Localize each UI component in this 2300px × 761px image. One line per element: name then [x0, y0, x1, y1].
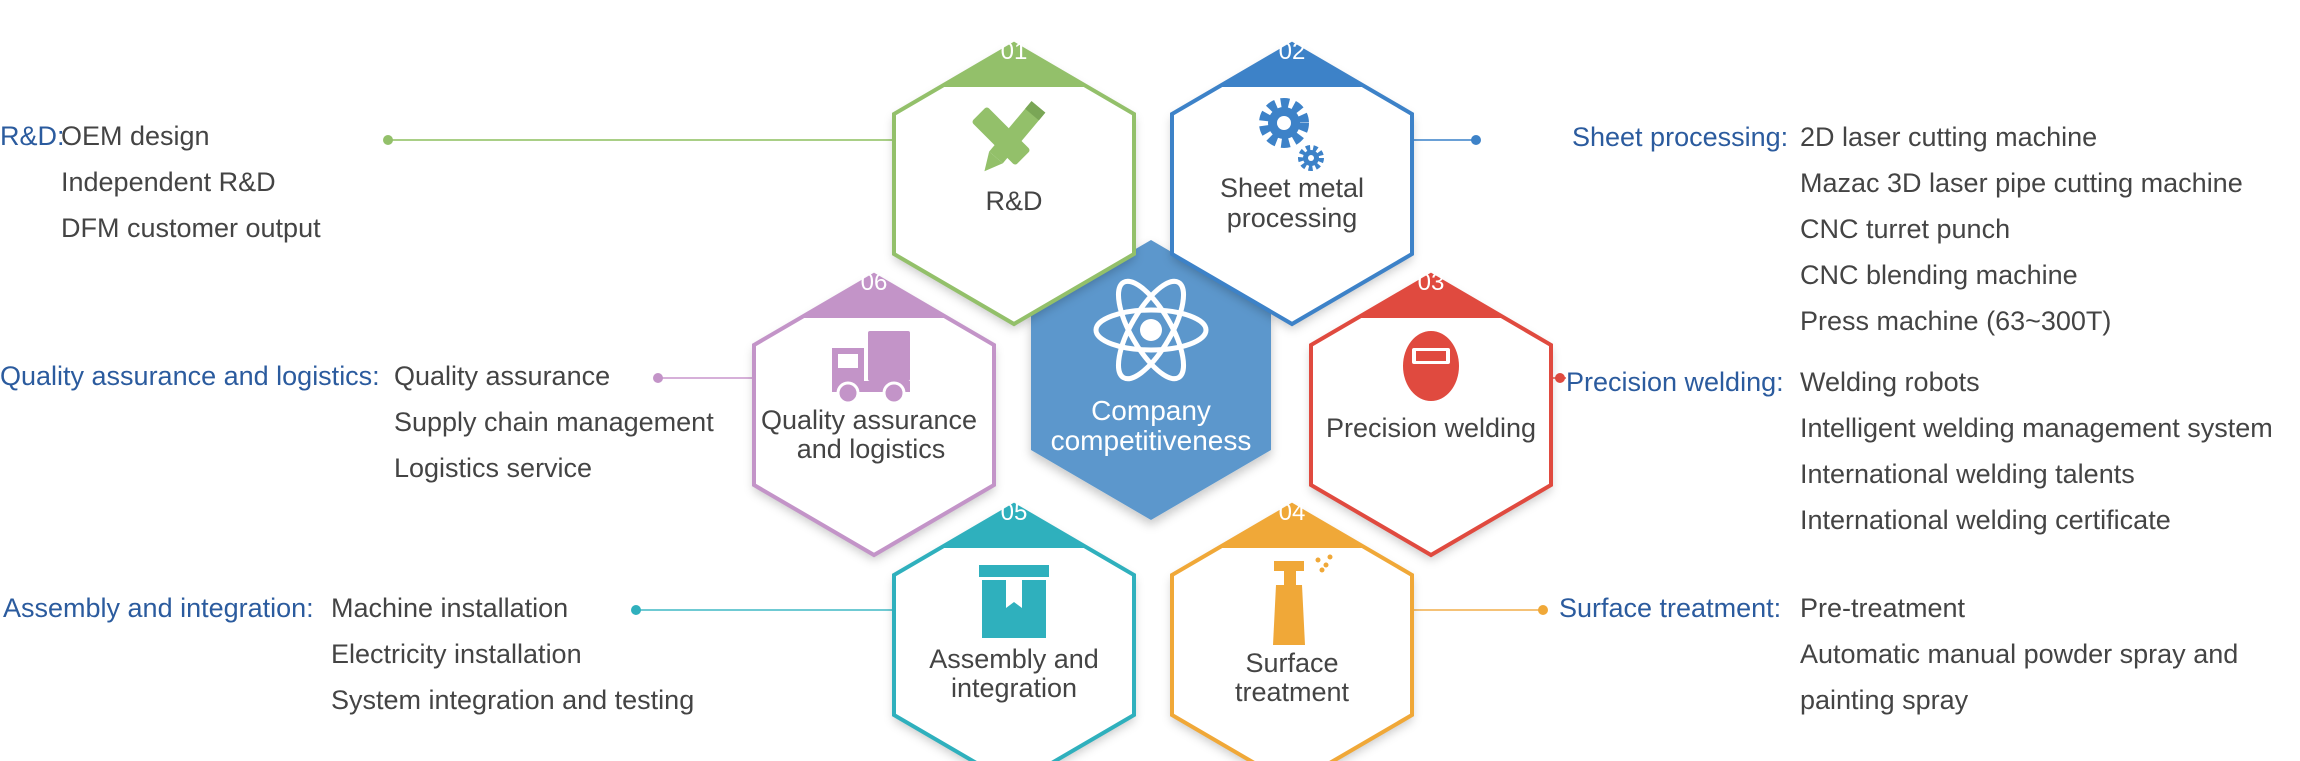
list-item: Intelligent welding management system: [1800, 413, 2273, 443]
connector-sheet: [1413, 135, 1481, 145]
hex-quality: 06 Quality assurance and logistics: [752, 269, 996, 558]
list-item: Machine installation: [331, 593, 569, 623]
center-title-line1: Company: [1091, 395, 1211, 426]
category-surface: Surface treatment:: [1559, 593, 1782, 623]
connector-quality: [653, 373, 753, 383]
list-item: DFM customer output: [61, 213, 321, 243]
hex-label-quality-line1: Quality assurance: [761, 405, 977, 435]
pencil-ruler-icon: [972, 101, 1046, 172]
list-item: CNC blending machine: [1800, 260, 2078, 290]
list-item: Mazac 3D laser pipe cutting machine: [1800, 168, 2243, 198]
connector-rd: [383, 135, 893, 145]
hex-assembly: 05 Assembly and integration: [892, 499, 1136, 761]
list-quality: Quality assurance Supply chain managemen…: [394, 353, 714, 491]
list-item: Automatic manual powder spray and: [1800, 639, 2239, 669]
hex-label-sheet-line1: Sheet metal: [1220, 173, 1364, 203]
package-icon: [979, 565, 1049, 638]
list-item: International welding certificate: [1800, 505, 2171, 535]
atom-icon: [1093, 278, 1209, 382]
list-assembly: Machine installation Electricity install…: [331, 585, 694, 723]
list-item: Electricity installation: [331, 639, 582, 669]
hex-number-quality: 06: [861, 269, 888, 296]
list-item: CNC turret punch: [1800, 214, 2011, 244]
hex-label-surface-line1: Surface: [1245, 648, 1338, 678]
list-item: OEM design: [61, 121, 210, 151]
list-item: Press machine (63~300T): [1800, 306, 2112, 336]
list-item: International welding talents: [1800, 459, 2135, 489]
welding-mask-icon: [1403, 331, 1459, 401]
hex-number-assembly: 05: [1001, 499, 1028, 526]
list-item: Pre-treatment: [1800, 593, 1966, 623]
list-item: Supply chain management: [394, 407, 714, 437]
hex-label-assembly-line1: Assembly and: [929, 644, 1099, 674]
hex-number-rd: 01: [1001, 38, 1028, 65]
connector-surface: [1413, 605, 1548, 615]
center-title-line2: competitiveness: [1051, 425, 1252, 456]
hex-weld: 03 Precision welding: [1309, 269, 1553, 558]
connector-weld: [1552, 373, 1566, 383]
truck-icon: [832, 331, 910, 405]
hex-label-weld: Precision welding: [1326, 413, 1536, 443]
list-sheet: 2D laser cutting machine Mazac 3D laser …: [1800, 114, 2243, 344]
hex-label-surface-line2: treatment: [1235, 677, 1350, 707]
hex-number-weld: 03: [1418, 269, 1445, 296]
hex-label-rd: R&D: [985, 186, 1042, 216]
category-weld: Precision welding:: [1566, 367, 1784, 397]
list-item: painting spray: [1800, 685, 1969, 715]
gears-icon: [1259, 98, 1324, 171]
category-rd: R&D:: [0, 121, 65, 151]
hex-label-sheet-line2: processing: [1227, 203, 1358, 233]
center-hexagon: Company competitiveness: [1031, 240, 1271, 520]
hex-label-quality-line2: and logistics: [797, 434, 946, 464]
hex-label-assembly-line2: integration: [951, 673, 1077, 703]
spray-bottle-icon: [1273, 554, 1333, 645]
list-item: Welding robots: [1800, 367, 1980, 397]
list-weld: Welding robots Intelligent welding manag…: [1800, 359, 2273, 543]
list-item: Quality assurance: [394, 361, 611, 391]
category-sheet: Sheet processing:: [1572, 122, 1789, 152]
category-assembly: Assembly and integration:: [3, 593, 314, 623]
list-item: System integration and testing: [331, 685, 695, 715]
list-item: Independent R&D: [61, 167, 276, 197]
category-quality: Quality assurance and logistics:: [0, 361, 380, 391]
list-surface: Pre-treatment Automatic manual powder sp…: [1800, 585, 2238, 723]
list-item: Logistics service: [394, 453, 593, 483]
connector-assembly: [631, 605, 893, 615]
list-rd: OEM design Independent R&D DFM customer …: [61, 113, 321, 251]
list-item: 2D laser cutting machine: [1800, 122, 2098, 152]
hex-number-sheet: 02: [1279, 38, 1306, 65]
hex-number-surface: 04: [1279, 499, 1306, 526]
